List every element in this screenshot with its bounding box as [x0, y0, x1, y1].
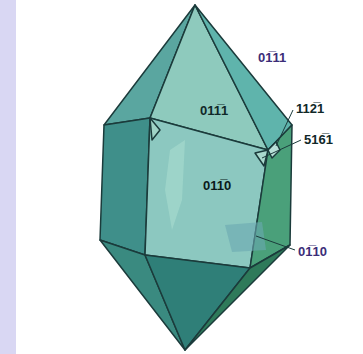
miller-index: 011̅0 [203, 178, 231, 193]
side-band [0, 0, 16, 354]
upper-right-face [195, 5, 292, 150]
prism-left-face [100, 118, 150, 255]
leader-line [262, 140, 301, 158]
lower-right-face [185, 245, 290, 350]
surface-patch [165, 140, 185, 230]
miller-index: 01̅11 [258, 50, 286, 65]
small-facet [255, 150, 268, 166]
miller-index: 516̅1 [304, 132, 333, 147]
leader-line [256, 236, 295, 250]
miller-index: 011̅1 [200, 103, 228, 118]
miller-index: 01̅10 [298, 244, 327, 259]
miller-index: 112̅1 [296, 101, 324, 116]
small-facet [150, 118, 160, 140]
leader-line [276, 110, 293, 146]
prism-front-face [145, 118, 268, 268]
